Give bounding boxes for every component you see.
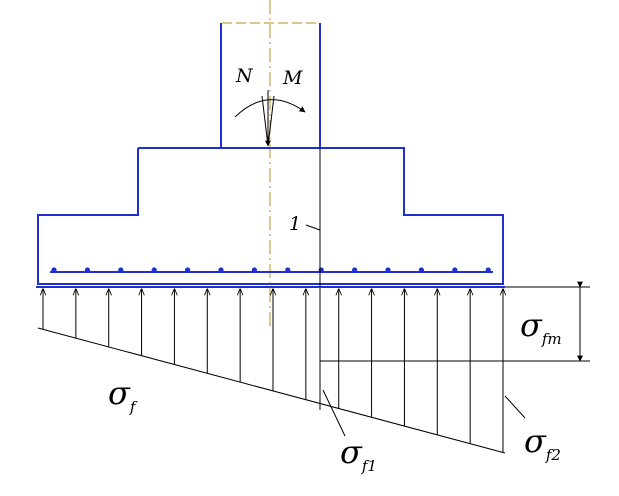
rebar: [318, 267, 324, 273]
rebar: [151, 267, 157, 273]
rebar: [118, 267, 124, 273]
rebar: [218, 267, 224, 273]
moment-label: M: [282, 67, 303, 89]
sigma-f1-leader: [322, 389, 346, 437]
section-label: 1: [289, 213, 301, 235]
rebar: [51, 267, 57, 273]
rebar: [452, 267, 458, 273]
rebar: [352, 267, 358, 273]
sigma-fm-label: σfm: [520, 306, 562, 348]
rebar: [285, 267, 291, 273]
rebar: [418, 267, 424, 273]
rebar: [185, 267, 191, 273]
footing-outline: [37, 147, 504, 285]
rebar: [84, 267, 90, 273]
rebar: [251, 267, 257, 273]
pressure-slope-line: [37, 327, 506, 454]
pressure-arrows: [43, 289, 503, 453]
sigma-f-label: σf: [108, 374, 138, 416]
load-symbols: [234, 90, 306, 147]
sigma-f2-label: σf2: [524, 422, 561, 464]
axial-force-label: N: [235, 65, 254, 87]
rebar: [385, 267, 391, 273]
rebar-dots: [51, 267, 491, 273]
rebar: [485, 267, 491, 273]
section-label-leader: [305, 224, 321, 231]
sigma-f1-label: σf1: [340, 433, 377, 475]
sigma-f2-leader: [504, 395, 526, 419]
